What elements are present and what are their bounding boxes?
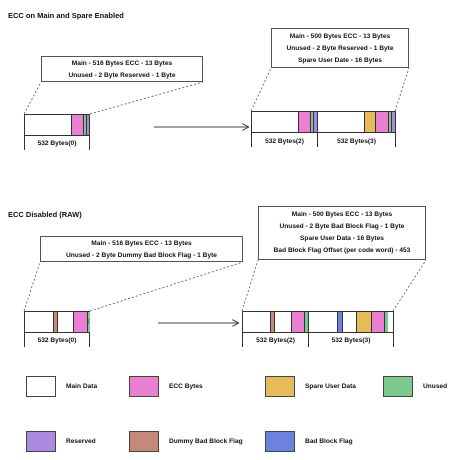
legend-label-dummy: Dummy Bad Block Flag [169, 438, 243, 445]
unused-segment [384, 312, 388, 332]
callout-line: Unused - 2 Byte Reserved - 1 Byte [68, 72, 176, 79]
callout-line: Main - 516 Bytes ECC - 13 Bytes [91, 240, 192, 247]
callout-line: Spare User Date - 16 Bytes [298, 57, 382, 64]
legend-swatch-dummy [129, 431, 159, 452]
bar-label: 532 Bytes(0) [37, 337, 77, 344]
bar-tick [24, 333, 25, 347]
legend-swatch-spare [265, 376, 295, 397]
bar-tick [251, 133, 252, 147]
ecc-segment [371, 312, 384, 332]
bar-label: 532 Bytes(3) [337, 138, 376, 145]
ecc-segment [71, 115, 83, 135]
section1-title: ECC on Main and Spare Enabled [8, 11, 124, 20]
bar-tick [24, 136, 25, 150]
legend-swatch-reserved [26, 431, 56, 452]
callout-line: Unused - 2 Byte Dummy Bad Block Flag - 1… [66, 252, 217, 259]
callout-line: Main - 500 Bytes ECC - 13 Bytes [289, 33, 391, 40]
callout-line: Unused - 2 Byte Reserved - 1 Byte [286, 45, 394, 52]
main-segment [274, 312, 291, 332]
callout-right-1: Main - 500 Bytes ECC - 13 Bytes Unused -… [271, 28, 409, 68]
dummy-flag-segment [270, 312, 274, 332]
bar-tick [393, 333, 394, 347]
spare-segment [356, 312, 371, 332]
legend-label-unused: Unused [423, 383, 448, 390]
reserved-segment [86, 115, 89, 135]
ecc-segment [291, 312, 304, 332]
unused-segment [304, 312, 308, 332]
bar-tick [89, 136, 90, 150]
bar-tick [308, 333, 309, 347]
callout-line: Spare User Data - 16 Bytes [300, 235, 384, 242]
ecc-segment [73, 312, 87, 332]
bad-block-flag-segment [337, 312, 342, 332]
codeword-bar-2-raw [242, 311, 309, 333]
legend-swatch-main [26, 376, 56, 397]
legend-swatch-unused [383, 376, 413, 397]
bar-tick [395, 133, 396, 147]
legend-label-ecc: ECC Bytes [169, 383, 203, 390]
legend-label-main: Main Data [66, 383, 98, 390]
callout-left-1: Main - 516 Bytes ECC - 13 Bytes Unused -… [41, 56, 203, 82]
callout-line: Unused - 2 Byte Bad Block Flag - 1 Byte [279, 223, 405, 230]
bar-tick [89, 333, 90, 347]
section2-title: ECC Disabled (RAW) [8, 210, 82, 219]
unused-segment [310, 112, 313, 132]
callout-left-2: Main - 516 Bytes ECC - 13 Bytes Unused -… [40, 236, 243, 262]
reserved-segment [313, 112, 317, 132]
callout-line: Main - 516 Bytes ECC - 13 Bytes [71, 60, 173, 67]
bar-tick [317, 133, 318, 147]
callout-line: Main - 500 Bytes ECC - 13 Bytes [291, 211, 393, 218]
legend-label-badflag: Bad Block Flag [305, 438, 353, 445]
codeword-bar-3-raw [308, 311, 394, 333]
ecc-segment [298, 112, 310, 132]
legend-label-spare: Spare User Data [305, 383, 356, 390]
codeword-bar-3 [317, 111, 396, 133]
bar-label: 532 Bytes(3) [331, 337, 371, 344]
callout-right-2: Main - 500 Bytes ECC - 13 Bytes Unused -… [258, 206, 426, 260]
bar-label: 532 Bytes(2) [256, 337, 295, 344]
main-segment [342, 312, 356, 332]
unused-segment [388, 112, 391, 132]
ecc-segment [375, 112, 388, 132]
unused-segment [83, 115, 86, 135]
main-segment [57, 312, 73, 332]
codeword-bar-0 [24, 114, 90, 136]
dummy-flag-segment [53, 312, 57, 332]
legend-swatch-ecc [129, 376, 159, 397]
bar-label: 532 Bytes(0) [37, 140, 77, 147]
spare-segment [364, 112, 375, 132]
callout-line: Bad Block Flag Offset (per code word) - … [273, 247, 411, 254]
bar-label: 532 Bytes(2) [265, 138, 304, 145]
bar-tick [242, 333, 243, 347]
reserved-segment [391, 112, 395, 132]
codeword-bar-0-raw [24, 311, 90, 333]
legend-swatch-badflag [265, 431, 295, 452]
legend-label-reserved: Reserved [66, 438, 96, 445]
